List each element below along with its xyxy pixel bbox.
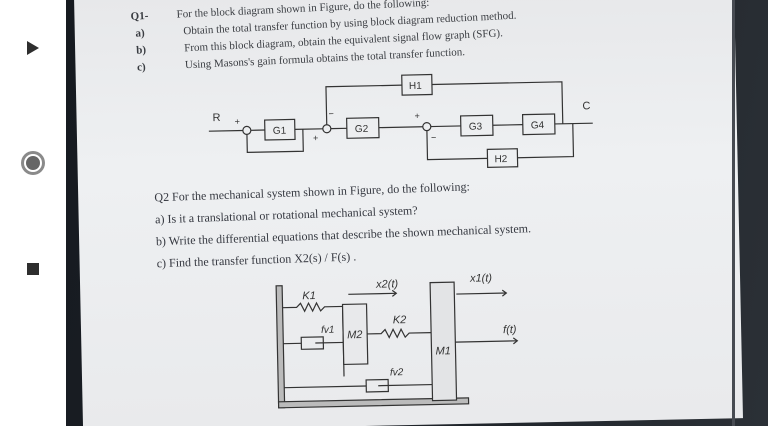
stop-square-icon [27,263,39,275]
block-h1-label: H1 [409,81,422,92]
mechanical-system-diagram: K1 fv1 M2 x2(t) K2 M1 fv2 x1(t) f(t) [275,272,519,409]
plus-sign: + [414,111,419,121]
output-label-c: C [582,100,590,112]
displacement-x2-arrow [348,292,397,295]
displacement-x1-arrow [456,292,507,295]
question-1: Q1- For the block diagram shown in Figur… [130,0,723,77]
q1-item-c-label: c) [136,61,146,74]
block-g3-label: G3 [469,121,483,132]
force-label: f(t) [503,324,517,336]
left-wall [275,285,286,409]
plus-sign: + [235,117,240,127]
block-h2-label: H2 [494,154,507,165]
block-diagram: R C + G1 + − G2 + − G3 G4 [208,73,593,168]
summing-junction-2 [322,124,332,134]
record-circle-icon [21,151,45,175]
block-g1-label: G1 [273,126,287,137]
mass-m1-label: M1 [435,345,451,357]
play-triangle-icon [27,41,39,55]
damper-fv2-label: fv2 [390,367,404,378]
spring-k1 [282,301,343,313]
mass-m2-label: M2 [347,329,363,341]
record-button[interactable] [0,150,66,176]
document-photo: Q1- For the block diagram shown in Figur… [66,0,768,426]
question-2: Q2 For the mechanical system shown in Fi… [154,167,717,274]
signal-line [208,129,243,132]
summing-junction-1 [242,125,252,136]
stop-button[interactable] [0,262,66,276]
play-button[interactable] [0,40,66,56]
spring-k2-label: K2 [393,314,407,326]
ground [277,397,470,409]
displacement-x2-label: x2(t) [375,278,399,290]
block-g4-label: G4 [531,120,545,131]
minus-sign: − [431,132,436,142]
damper-fv1-label: fv1 [321,325,335,336]
displacement-x1-label: x1(t) [469,272,493,284]
minus-sign: − [328,109,333,119]
spring-k1-label: K1 [302,290,316,302]
plus-sign: + [313,133,318,143]
paper-sheet: Q1- For the block diagram shown in Figur… [74,0,743,426]
spring-k2 [367,327,432,339]
photo-edge-shadow [732,0,735,426]
mass-m1 [429,281,458,402]
block-g2-label: G2 [355,124,369,135]
media-controls [0,0,66,426]
force-arrow [455,340,518,343]
question-1-number: Q1- [130,9,149,23]
summing-junction-3 [422,122,432,132]
input-label-r: R [212,112,220,124]
